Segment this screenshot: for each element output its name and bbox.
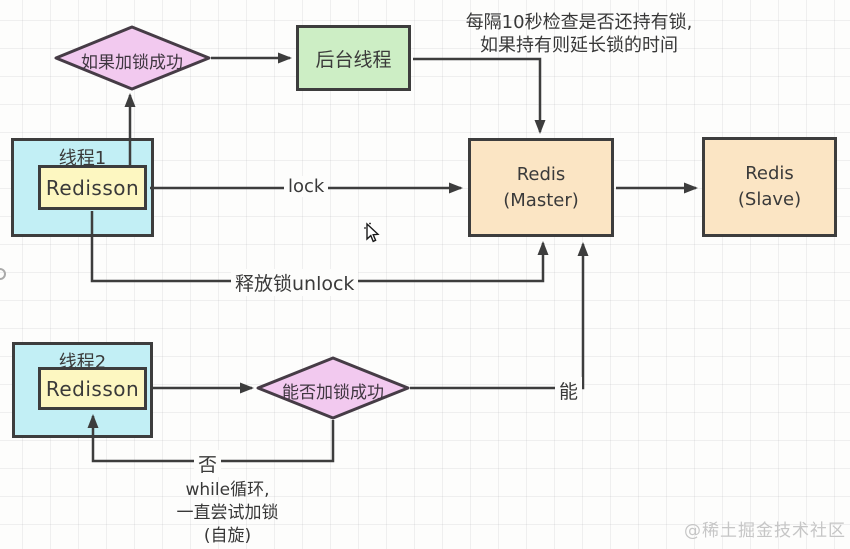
condition1-label: 如果加锁成功: [81, 53, 183, 73]
no-edge-label: 否: [194, 450, 222, 477]
condition2-label: 能否加锁成功: [282, 383, 384, 403]
spin-note-line2: 一直尝试加锁: [176, 503, 279, 523]
lock-edge-label: lock: [284, 176, 329, 197]
redisson1-label: Redisson: [45, 175, 140, 200]
thread1-title: 线程1: [58, 148, 107, 169]
redis-slave-name: Redis: [745, 163, 794, 184]
watchdog-note-line2: 如果持有则延长锁的时间: [480, 35, 678, 56]
redis-master-role: (Master): [503, 189, 579, 211]
redis-slave-role: (Slave): [737, 189, 802, 210]
spin-note-line3: (自旋): [203, 526, 252, 546]
edge-background-thread-to-master: [413, 57, 546, 134]
node-background-thread: 后台线程: [296, 25, 411, 91]
watchdog-note: 每隔10秒检查是否还持有锁, 如果持有则延长锁的时间: [453, 11, 705, 57]
node-redisson-thread1: Redisson: [38, 165, 147, 210]
watermark: @稀土掘金技术社区: [684, 521, 846, 541]
spin-note: while循环, 一直尝试加锁 (自旋): [155, 479, 300, 548]
node-redisson-thread2: Redisson: [38, 367, 147, 410]
mouse-cursor-icon: [362, 222, 380, 248]
redis-master-name: Redis: [516, 163, 566, 185]
background-thread-label: 后台线程: [315, 48, 392, 71]
edge-yes-to-master: [410, 242, 589, 390]
node-redis-master: Redis (Master): [468, 138, 614, 237]
stray-circle-mark: [0, 268, 6, 280]
watchdog-note-line1: 每隔10秒检查是否还持有锁,: [465, 12, 693, 33]
node-redis-slave: Redis (Slave): [702, 137, 837, 237]
redisson2-label: Redisson: [45, 376, 140, 401]
spin-note-line1: while循环,: [185, 480, 270, 500]
yes-edge-label: 能: [555, 377, 583, 404]
unlock-edge-label: 释放锁unlock: [231, 269, 359, 296]
